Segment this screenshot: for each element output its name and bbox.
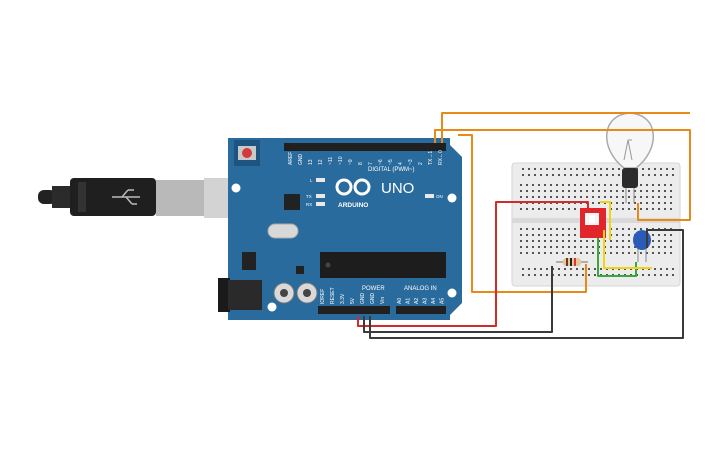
wires — [357, 112, 691, 339]
digital-pin-label-7: 8 — [358, 162, 364, 165]
analog-pin-label-2: A2 — [414, 298, 420, 304]
power-pin-label-5: GND — [370, 293, 376, 305]
digital-pin-label-13: 2 — [418, 162, 424, 165]
atmega-chip — [320, 252, 446, 278]
arduino-logo-text: ARDUINO — [338, 202, 368, 209]
analog-pin-label-1: A1 — [406, 298, 412, 304]
slide-switch[interactable] — [580, 208, 606, 238]
wire-orange-resistor — [458, 134, 587, 293]
analog-header — [396, 306, 446, 314]
analog-pin-label-3: A3 — [423, 298, 429, 304]
digital-pin-label-1: GND — [298, 154, 304, 166]
power-header-label: POWER — [362, 286, 385, 292]
digital-header-label: DIGITAL (PWM~) — [368, 167, 415, 173]
led-label-on: ON — [436, 194, 443, 199]
voltage-regulator — [242, 252, 256, 270]
power-pin-labels: IOREF RESET 3.3V 5V GND GND Vin — [320, 287, 386, 304]
power-jack — [228, 280, 262, 310]
analog-pin-label-4: A4 — [431, 298, 437, 304]
power-pin-label-0: IOREF — [320, 289, 326, 304]
reset-button[interactable] — [242, 148, 252, 158]
arduino-uno: AREF GND 13 12 ~11 ~10 ~9 8 7 ~6 ~5 4 ~3 2 TX→1 RX←0 DI… — [218, 138, 462, 320]
digital-pin-label-3: 12 — [318, 159, 324, 165]
wire-black-gnd2 — [369, 229, 684, 339]
led-label-tx: TX — [306, 194, 312, 199]
led-label-rx: RX — [306, 202, 312, 207]
led-rx — [316, 202, 325, 206]
arduino-logo-icon — [335, 178, 371, 196]
digital-pin-label-11: 4 — [398, 162, 404, 165]
digital-pin-label-6: ~9 — [348, 159, 354, 165]
led-tx — [316, 194, 325, 198]
board-model: UNO — [381, 180, 414, 197]
digital-pin-label-4: ~11 — [328, 157, 334, 165]
digital-pin-labels: AREF GND 13 12 ~11 ~10 ~9 8 7 ~6 ~5 4 ~3 2 TX→1 RX←0 — [288, 150, 444, 165]
wire-red-5v — [357, 201, 589, 327]
power-header — [318, 306, 390, 314]
crystal — [267, 223, 299, 239]
digital-pin-label-8: 7 — [368, 162, 374, 165]
analog-header-label: ANALOG IN — [404, 286, 437, 292]
usb-icon — [112, 189, 140, 205]
led-on — [425, 194, 434, 198]
wire-orange-pin2 — [434, 129, 691, 221]
digital-pin-label-14: TX→1 — [428, 151, 434, 165]
usb-cable — [38, 178, 262, 218]
digital-pin-label-12: ~3 — [408, 159, 414, 165]
analog-pin-label-0: A0 — [397, 298, 403, 304]
power-pin-label-3: 5V — [350, 297, 356, 304]
power-pin-label-2: 3.3V — [340, 293, 346, 304]
digital-pin-label-10: ~5 — [388, 159, 394, 165]
digital-pin-label-9: ~6 — [378, 159, 384, 165]
digital-pin-label-5: ~10 — [338, 156, 344, 165]
led-l — [316, 178, 325, 182]
power-pin-label-4: GND — [360, 293, 366, 305]
resistor — [556, 258, 588, 266]
analog-pin-label-5: A5 — [440, 298, 446, 304]
digital-pin-label-15: RX←0 — [438, 150, 444, 165]
digital-pin-label-0: AREF — [288, 152, 294, 165]
usb-chip — [284, 194, 300, 210]
wire-black-gnd1 — [363, 266, 553, 333]
power-pin-label-1: RESET — [330, 287, 336, 304]
led-label-l: L — [310, 178, 313, 183]
wire-orange-pin1 — [441, 112, 690, 143]
digital-pin-label-2: 13 — [308, 159, 314, 165]
power-pin-label-6: Vin — [380, 297, 386, 304]
wire-yellow-switch — [600, 201, 611, 240]
wire-yellow — [603, 230, 652, 269]
